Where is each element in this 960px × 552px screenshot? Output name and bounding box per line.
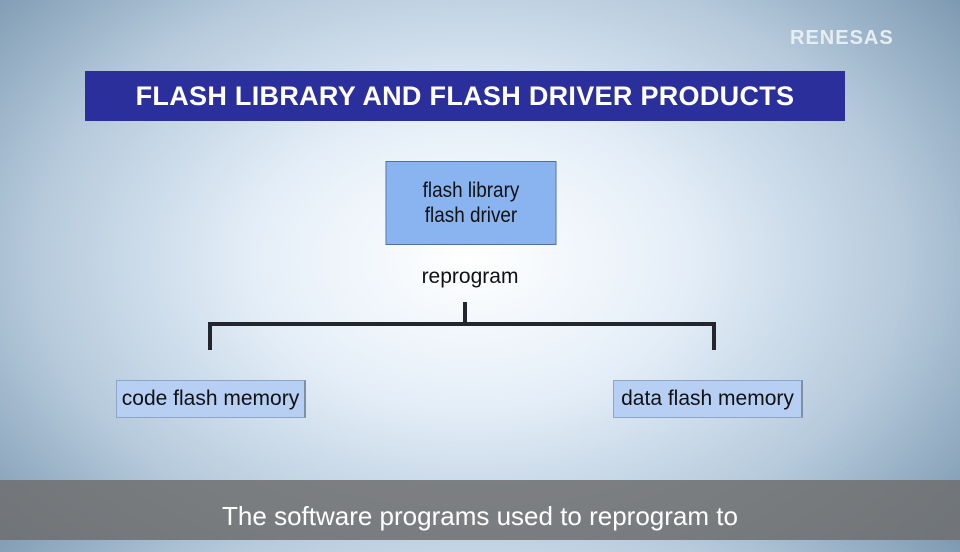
bracket-left-leg [208,322,212,350]
code-flash-memory-box: code flash memory [116,380,306,418]
slide-title: FLASH LIBRARY AND FLASH DRIVER PRODUCTS [85,71,845,121]
subtitle-caption: The software programs used to reprogram … [0,480,960,540]
bracket-stem [463,302,467,325]
reprogram-label: reprogram [421,265,519,288]
bracket-right-leg [712,322,716,350]
flash-library-driver-box: flash library flash driver [385,161,557,245]
renesas-logo: RENESAS [790,27,894,49]
box-line-2: flash driver [424,204,518,227]
bracket-bar [208,322,716,326]
box-line-1: flash library [422,179,520,202]
data-flash-memory-box: data flash memory [613,380,803,418]
